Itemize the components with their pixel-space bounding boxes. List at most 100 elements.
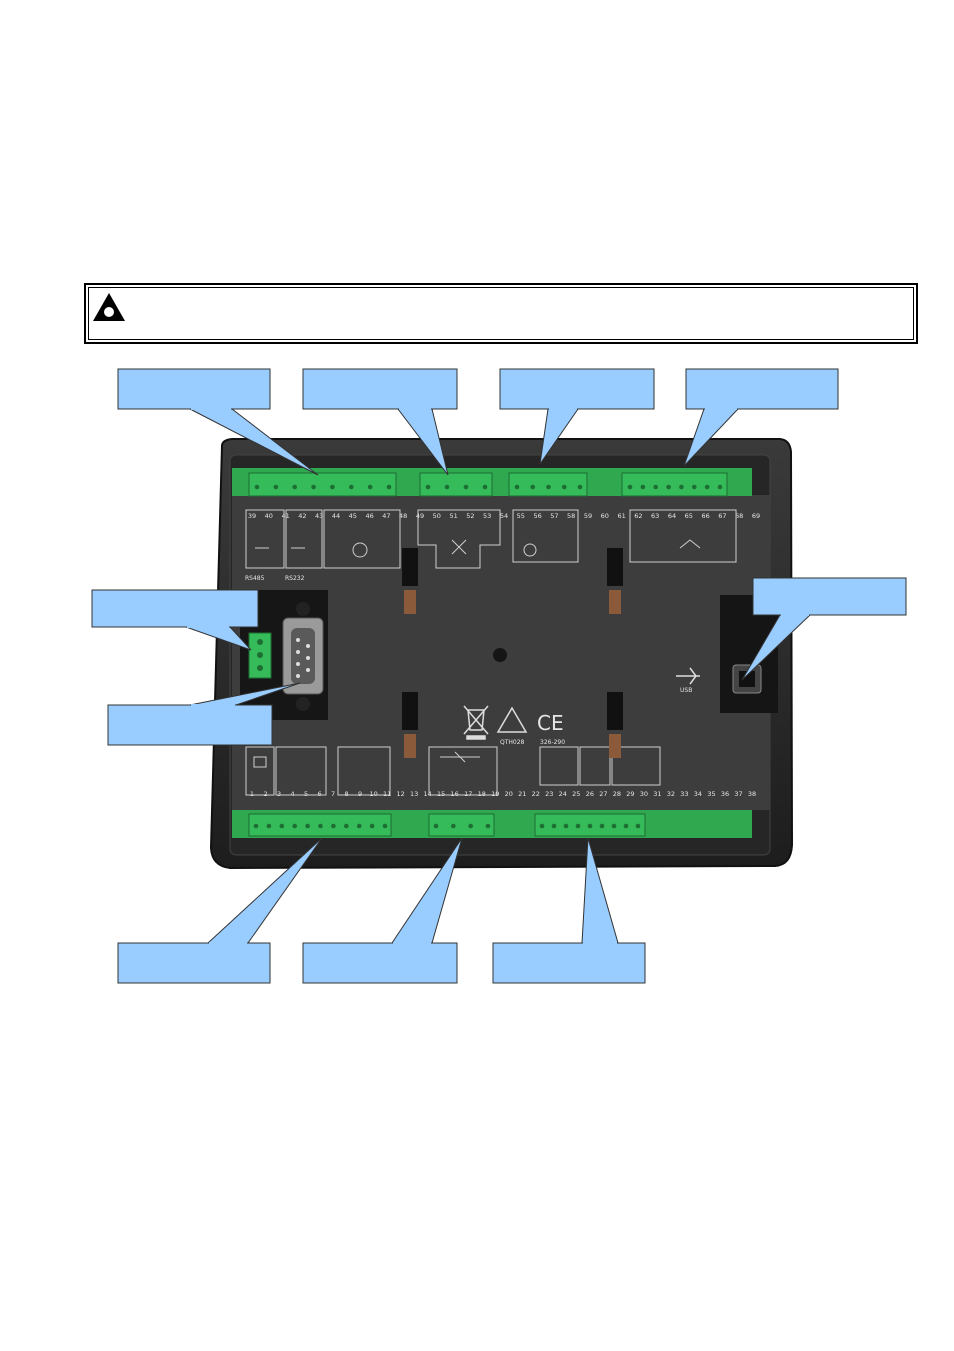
- terminal-number: 12: [397, 790, 405, 798]
- terminal-number: 8: [345, 790, 349, 798]
- callout-top-3: [499, 368, 655, 465]
- terminal-number: 14: [424, 790, 432, 798]
- terminal-number: 62: [634, 512, 642, 520]
- warning-box-border: [88, 287, 914, 340]
- terminal-number: 37: [734, 790, 742, 798]
- connector-pin: [311, 484, 316, 490]
- bottom-connector-pins: [253, 823, 641, 829]
- terminal-number: 64: [668, 512, 676, 520]
- rs485-pin: [257, 639, 263, 645]
- usb-label: USB: [680, 687, 692, 694]
- connector-pin: [273, 484, 279, 490]
- connector-pin: [539, 823, 545, 829]
- callout-top-4: [683, 368, 839, 467]
- warning-box: [84, 283, 918, 344]
- terminal-number: 25: [572, 790, 580, 798]
- terminal-number: 22: [532, 790, 540, 798]
- top-connector-pins: [254, 484, 723, 490]
- rs485-pin: [257, 652, 263, 658]
- terminal-number: 66: [701, 512, 709, 520]
- terminal-number: 19: [491, 790, 499, 798]
- connector-pin: [318, 823, 323, 829]
- terminal-number: 55: [517, 512, 525, 520]
- terminal-number: 30: [640, 790, 648, 798]
- terminal-number: 1: [250, 790, 254, 798]
- terminal-number: 69: [752, 512, 760, 520]
- connector-pin: [717, 484, 723, 490]
- terminal-number: 50: [433, 512, 441, 520]
- connector-pin: [344, 823, 349, 829]
- connector-pin: [369, 823, 375, 829]
- weee-bin-icon: [463, 705, 489, 740]
- terminal-number: 29: [626, 790, 634, 798]
- connector-pin: [292, 484, 298, 490]
- connector-pin: [444, 484, 450, 490]
- connector-pin: [386, 484, 392, 490]
- terminal-number: 7: [331, 790, 335, 798]
- terminal-number: 21: [518, 790, 526, 798]
- top-connector-1: [248, 472, 397, 497]
- connector-pin: [563, 823, 569, 829]
- connector-pin: [482, 484, 488, 490]
- terminal-number: 68: [735, 512, 743, 520]
- connector-pin: [691, 484, 697, 490]
- terminal-number: 20: [505, 790, 513, 798]
- terminal-number: 56: [533, 512, 541, 520]
- terminal-number: 2: [263, 790, 267, 798]
- mounting-clips: [402, 548, 623, 758]
- connector-pin: [433, 823, 439, 829]
- connector-pin: [266, 823, 272, 829]
- callout-top-2: [302, 368, 458, 476]
- rs485-pin: [257, 665, 263, 671]
- terminal-number: 3: [277, 790, 281, 798]
- terminal-number: 36: [721, 790, 729, 798]
- connector-pin: [530, 484, 536, 490]
- connector-pin: [577, 484, 583, 490]
- connector-pin: [348, 484, 354, 490]
- terminal-number: 59: [584, 512, 592, 520]
- connector-pin: [599, 823, 605, 829]
- terminal-number: 13: [410, 790, 418, 798]
- connector-pin: [331, 823, 336, 829]
- connector-pin: [575, 823, 581, 829]
- callout-rs232: [107, 682, 301, 746]
- connector-pin: [561, 484, 567, 490]
- recycle-icon: [496, 706, 528, 733]
- top-connector-2: [419, 472, 493, 497]
- connector-pin: [463, 484, 469, 490]
- terminal-number: 17: [464, 790, 472, 798]
- terminal-number: 16: [451, 790, 459, 798]
- terminal-number: 27: [599, 790, 607, 798]
- bottom-symbol-boxes: [245, 746, 661, 796]
- terminal-number: 10: [369, 790, 377, 798]
- terminal-number: 4: [290, 790, 294, 798]
- terminal-number: 65: [685, 512, 693, 520]
- top-connector-4: [621, 472, 728, 497]
- terminal-number: 42: [298, 512, 306, 520]
- terminal-number: 5: [304, 790, 308, 798]
- connector-pin: [292, 823, 298, 829]
- usb-icon: [676, 667, 700, 685]
- connector-pin: [587, 823, 593, 829]
- terminal-number: 31: [653, 790, 661, 798]
- connector-pin: [382, 823, 388, 829]
- connector-pin: [666, 484, 671, 490]
- terminal-number: 15: [437, 790, 445, 798]
- terminal-number: 26: [586, 790, 594, 798]
- terminal-number: 39: [248, 512, 256, 520]
- rs232-db9-connector[interactable]: [282, 602, 324, 711]
- terminal-number: 52: [466, 512, 474, 520]
- connector-pin: [679, 484, 684, 490]
- bottom-connector-2: [428, 813, 495, 837]
- connector-pin: [367, 484, 373, 490]
- connector-pin: [546, 484, 551, 490]
- callout-bottom-3: [492, 837, 646, 984]
- top-symbol-boxes: [245, 509, 737, 569]
- terminal-number: 51: [449, 512, 457, 520]
- connector-pin: [514, 484, 520, 490]
- ce-mark: CE: [537, 711, 564, 735]
- terminal-number: 46: [365, 512, 373, 520]
- connector-pin: [330, 484, 335, 490]
